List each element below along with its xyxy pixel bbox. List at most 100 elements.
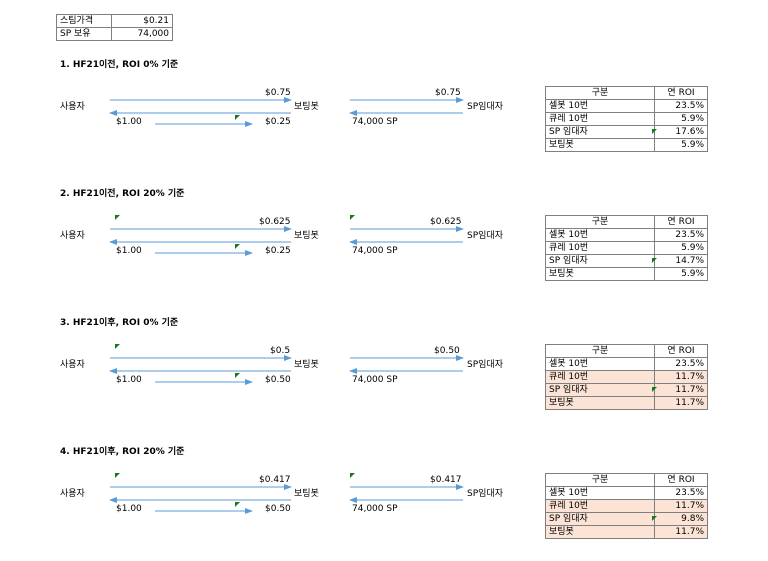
roi-cell[interactable]: 셀봇 10번 (545, 228, 655, 242)
section-3-user-bot-bottom: $0.50 (265, 375, 291, 385)
roi-cell[interactable]: 23.5% (654, 486, 708, 500)
roi-header-annual[interactable]: 연 ROI (654, 215, 708, 229)
section-3-bot-label: 보팅봇 (294, 360, 319, 370)
roi-cell[interactable]: 23.5% (654, 228, 708, 242)
roi-cell[interactable]: 9.8% (654, 512, 708, 526)
roi-header-category[interactable]: 구분 (545, 344, 655, 358)
roi-cell[interactable]: 큐레 10번 (545, 370, 655, 384)
section-3-user-pay: $1.00 (116, 375, 142, 385)
roi-header-annual[interactable]: 연 ROI (654, 86, 708, 100)
section-2-bot-label: 보팅봇 (294, 231, 319, 241)
roi-cell[interactable]: SP 임대자 (545, 254, 655, 268)
section-2-title: 2. HF21이전, ROI 20% 기준 (60, 189, 185, 199)
section-3-user-label: 사용자 (60, 360, 85, 370)
roi-cell[interactable]: 셀봇 10번 (545, 357, 655, 371)
roi-header-category[interactable]: 구분 (545, 473, 655, 487)
comment-marker-icon (652, 129, 657, 134)
section-2-user-bot-bottom: $0.25 (265, 246, 291, 256)
roi-cell[interactable]: 셀봇 10번 (545, 486, 655, 500)
roi-cell[interactable]: 14.7% (654, 254, 708, 268)
section-1-sp-amount: 74,000 SP (352, 117, 398, 127)
roi-header-category[interactable]: 구분 (545, 215, 655, 229)
comment-marker-icon (235, 373, 240, 378)
section-2-lessor-label: SP임대자 (467, 231, 503, 241)
comment-marker-icon (115, 215, 120, 220)
roi-cell[interactable]: 보팅봇 (545, 267, 655, 281)
section-1-user-pay: $1.00 (116, 117, 142, 127)
roi-cell[interactable]: 보팅봇 (545, 525, 655, 539)
roi-cell[interactable]: 11.7% (654, 383, 708, 397)
section-1-lessor-label: SP임대자 (467, 102, 503, 112)
comment-marker-icon (652, 516, 657, 521)
roi-cell[interactable]: 11.7% (654, 370, 708, 384)
section-4-lessor-label: SP임대자 (467, 489, 503, 499)
comment-marker-icon (350, 215, 355, 220)
section-3-bot-lessor-top: $0.50 (434, 346, 460, 356)
roi-cell[interactable]: 23.5% (654, 357, 708, 371)
roi-cell[interactable]: 보팅봇 (545, 138, 655, 152)
roi-cell[interactable]: 보팅봇 (545, 396, 655, 410)
section-4-bot-label: 보팅봇 (294, 489, 319, 499)
roi-cell[interactable]: 11.7% (654, 499, 708, 513)
section-2-bot-lessor-top: $0.625 (430, 217, 462, 227)
section-1-user-bot-top: $0.75 (265, 88, 291, 98)
section-3-title: 3. HF21이후, ROI 0% 기준 (60, 318, 179, 328)
section-1-title: 1. HF21이전, ROI 0% 기준 (60, 60, 179, 70)
roi-cell[interactable]: 큐레 10번 (545, 112, 655, 126)
roi-cell[interactable]: SP 임대자 (545, 125, 655, 139)
section-1-bot-label: 보팅봇 (294, 102, 319, 112)
roi-cell[interactable]: 5.9% (654, 267, 708, 281)
price-table: 스팀가격 $0.21 SP 보유 74,000 (56, 14, 173, 41)
roi-cell[interactable]: 5.9% (654, 138, 708, 152)
sp-value[interactable]: 74,000 (111, 27, 173, 41)
roi-cell[interactable]: 17.6% (654, 125, 708, 139)
roi-cell[interactable]: 큐레 10번 (545, 241, 655, 255)
roi-cell[interactable]: SP 임대자 (545, 512, 655, 526)
section-4-user-label: 사용자 (60, 489, 85, 499)
comment-marker-icon (652, 258, 657, 263)
comment-marker-icon (235, 502, 240, 507)
section-4-user-bot-bottom: $0.50 (265, 504, 291, 514)
roi-cell[interactable]: 23.5% (654, 99, 708, 113)
sp-row: SP 보유 74,000 (56, 27, 173, 41)
section-4-sp-amount: 74,000 SP (352, 504, 398, 514)
section-2-user-label: 사용자 (60, 231, 85, 241)
comment-marker-icon (350, 473, 355, 478)
comment-marker-icon (115, 473, 120, 478)
roi-cell[interactable]: 5.9% (654, 112, 708, 126)
roi-cell[interactable]: 셀봇 10번 (545, 99, 655, 113)
roi-cell[interactable]: 11.7% (654, 525, 708, 539)
section-4-user-pay: $1.00 (116, 504, 142, 514)
section-1-bot-lessor-top: $0.75 (435, 88, 461, 98)
roi-cell[interactable]: 5.9% (654, 241, 708, 255)
roi-cell[interactable]: SP 임대자 (545, 383, 655, 397)
comment-marker-icon (115, 344, 120, 349)
section-2-user-pay: $1.00 (116, 246, 142, 256)
roi-cell[interactable]: 11.7% (654, 396, 708, 410)
roi-header-annual[interactable]: 연 ROI (654, 344, 708, 358)
section-2-user-bot-top: $0.625 (259, 217, 291, 227)
roi-header-category[interactable]: 구분 (545, 86, 655, 100)
section-4-user-bot-top: $0.417 (259, 475, 291, 485)
roi-header-annual[interactable]: 연 ROI (654, 473, 708, 487)
comment-marker-icon (235, 115, 240, 120)
sp-label[interactable]: SP 보유 (56, 27, 112, 41)
comment-marker-icon (652, 387, 657, 392)
roi-cell[interactable]: 큐레 10번 (545, 499, 655, 513)
